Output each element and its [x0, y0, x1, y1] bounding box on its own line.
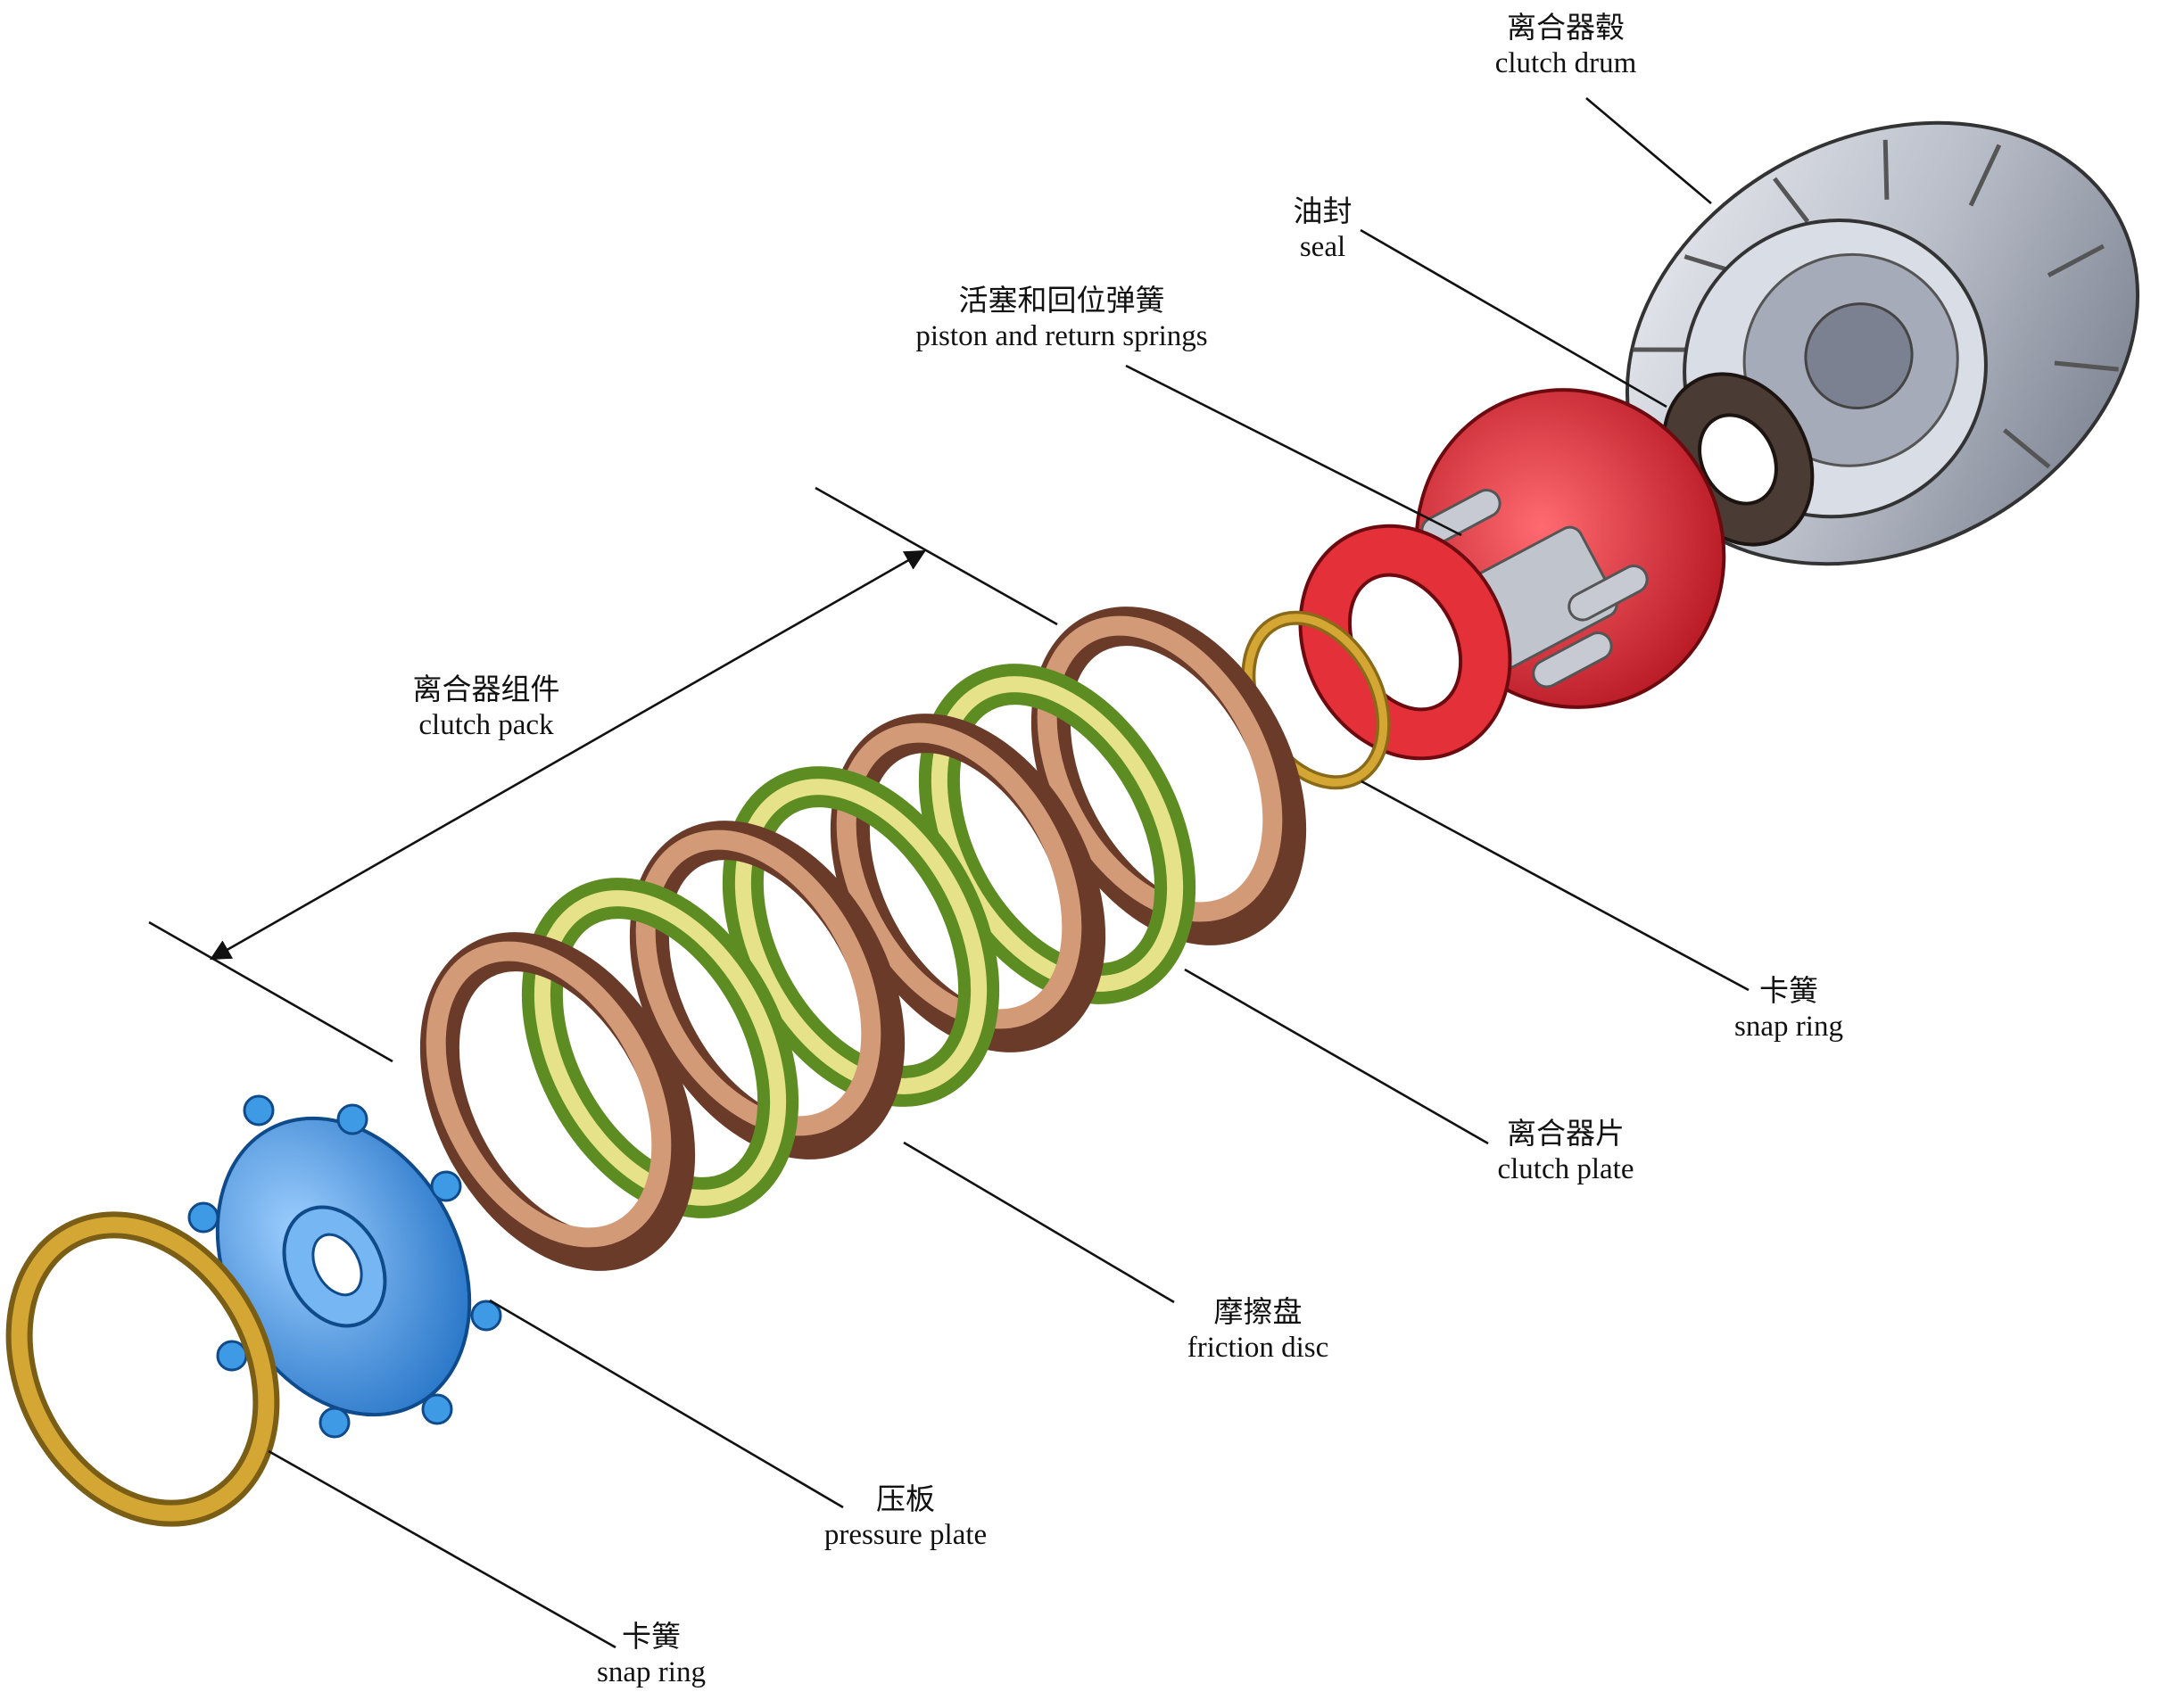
piston	[1298, 388, 1726, 761]
label-zh: 卡簧	[1759, 973, 1818, 1008]
clutch-pack-dimension	[148, 486, 1058, 1063]
leader-piston	[1125, 364, 1462, 537]
label-en: seal	[1299, 231, 1346, 264]
label-en: snap ring	[1734, 1011, 1843, 1044]
label-en: clutch plate	[1497, 1153, 1634, 1186]
label-clutch-pack: 离合器组件 clutch pack	[384, 671, 589, 745]
label-snap-ring-left: 卡簧 snap ring	[562, 1618, 740, 1692]
label-zh: 卡簧	[622, 1619, 681, 1654]
leader-clutch-plate	[1184, 968, 1489, 1145]
leader-pressure-plate	[489, 1299, 844, 1509]
label-zh: 摩擦盘	[1213, 1294, 1303, 1329]
label-en: snap ring	[597, 1656, 706, 1689]
label-snap-ring-right: 卡簧 snap ring	[1695, 972, 1882, 1046]
snap-ring-left	[5, 1211, 280, 1527]
label-en: clutch drum	[1494, 47, 1637, 80]
leader-seal	[1360, 228, 1667, 408]
leader-snap-ring-right	[1361, 780, 1750, 992]
leader-snap-ring-left	[268, 1449, 616, 1649]
leader-lines	[268, 97, 1750, 1649]
label-en: piston and return springs	[915, 320, 1208, 353]
extension-line-bottom	[148, 920, 393, 1063]
label-en: pressure plate	[823, 1519, 988, 1552]
label-zh: 油封	[1293, 194, 1353, 228]
label-seal: 油封 seal	[1267, 193, 1378, 267]
leader-friction-disc	[903, 1141, 1175, 1304]
return-springs	[1420, 489, 1649, 689]
label-piston: 活塞和回位弹簧 piston and return springs	[892, 282, 1231, 356]
pressure-plate	[187, 1094, 502, 1439]
label-zh: 活塞和回位弹簧	[958, 283, 1165, 318]
label-pressure-plate: 压板 pressure plate	[798, 1481, 1013, 1555]
label-en: clutch pack	[418, 709, 554, 742]
dimension-arrow	[209, 549, 927, 961]
label-zh: 离合器片	[1507, 1116, 1625, 1151]
extension-line-top	[815, 486, 1058, 626]
clutch-drum-splines	[1633, 139, 2119, 469]
label-friction-disc: 摩擦盘 friction disc	[1160, 1293, 1356, 1367]
label-zh: 离合器毂	[1507, 10, 1625, 45]
clutch-plate	[1030, 607, 1307, 945]
label-zh: 压板	[876, 1481, 935, 1516]
label-zh: 离合器组件	[412, 672, 560, 706]
leader-clutch-drum	[1585, 97, 1712, 204]
label-clutch-drum: 离合器毂 clutch drum	[1463, 9, 1668, 83]
label-en: friction disc	[1187, 1332, 1329, 1365]
label-clutch-plate: 离合器片 clutch plate	[1463, 1115, 1668, 1189]
